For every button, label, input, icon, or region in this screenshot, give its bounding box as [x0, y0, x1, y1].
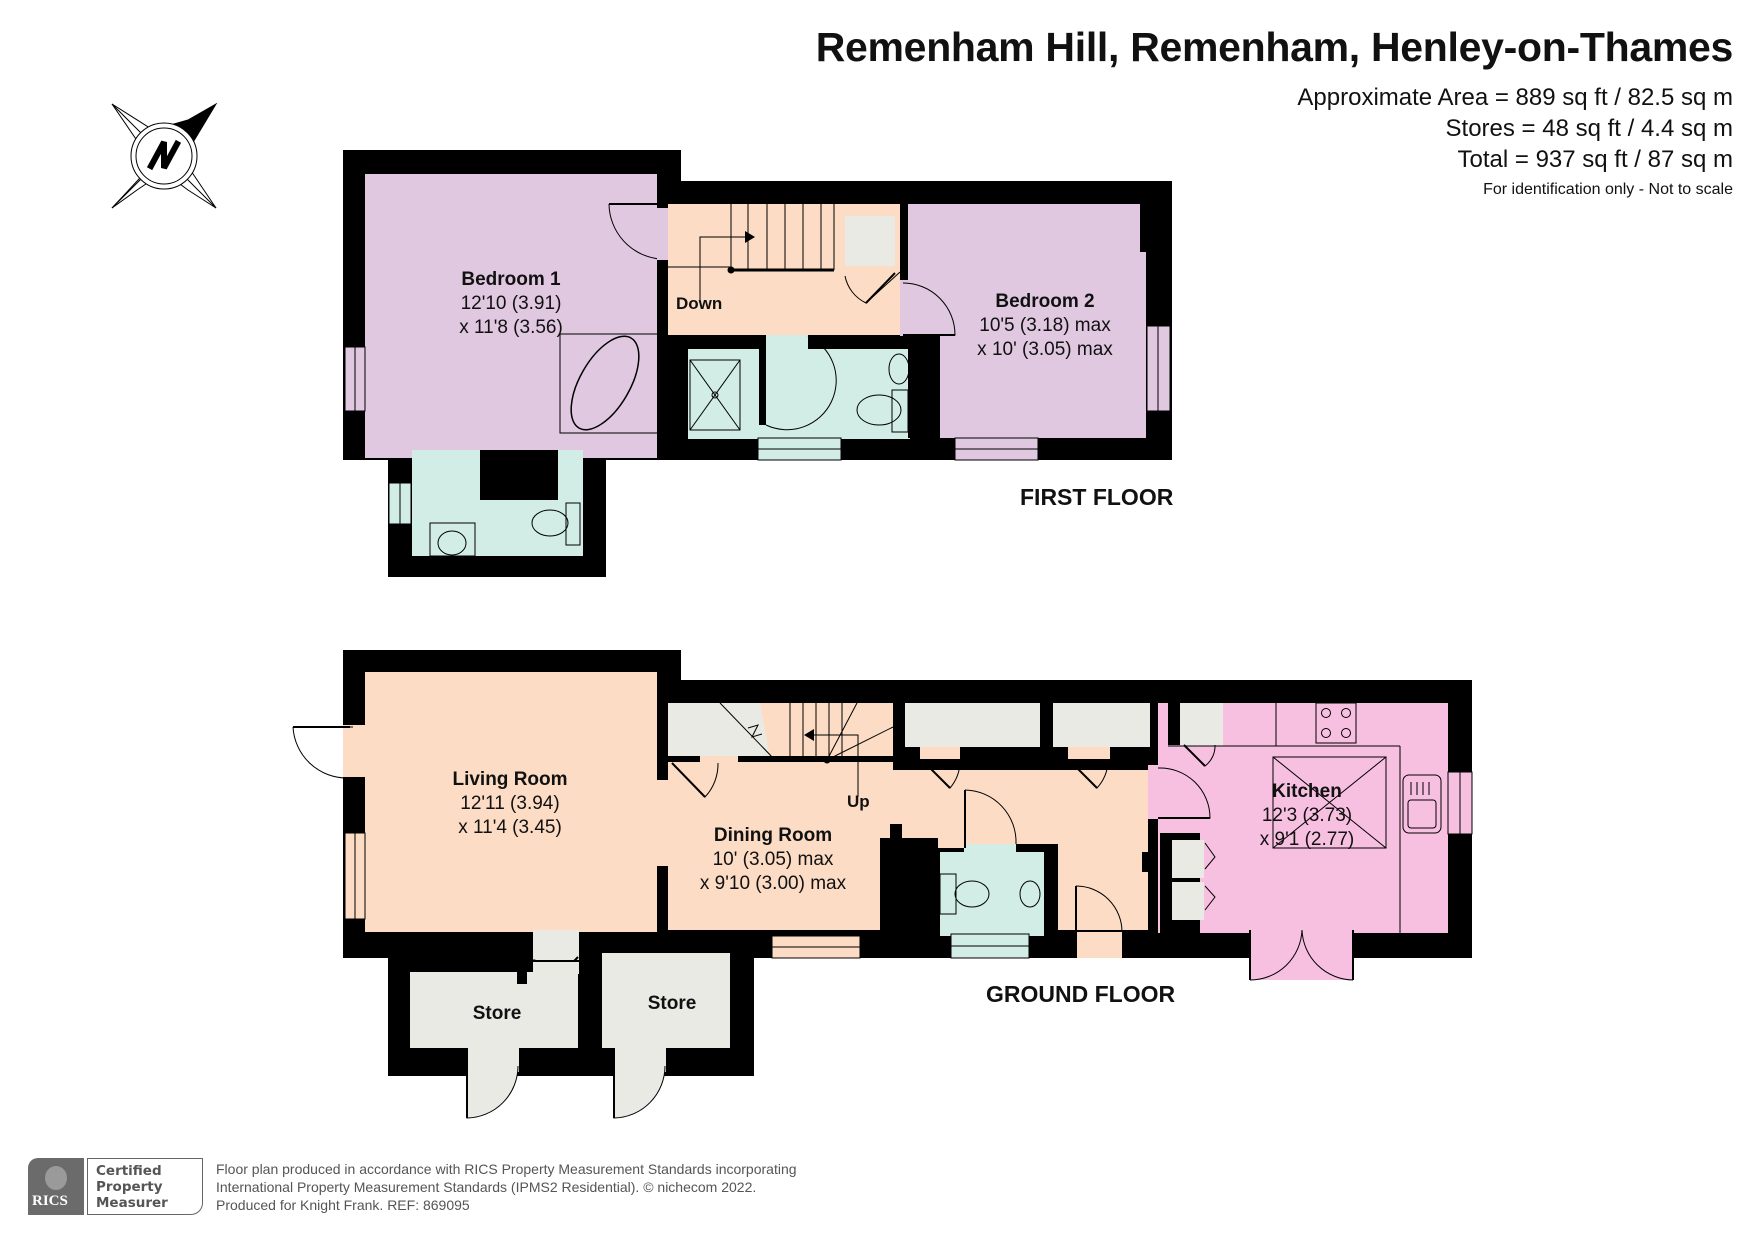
badge-line-1: Certified: [96, 1163, 162, 1179]
badge-line-2: Property: [96, 1179, 163, 1195]
footer-line-3: Produced for Knight Frank. REF: 869095: [216, 1197, 470, 1213]
compass-north-icon: [111, 102, 218, 209]
first-floor-plan: [343, 150, 1172, 577]
room-name: Store: [647, 993, 697, 1014]
stairs-up-label: Up: [847, 792, 870, 811]
room-bedroom-1: Bedroom 1 12'10 (3.91) x 11'8 (3.56): [459, 268, 563, 340]
footer-line-1: Floor plan produced in accordance with R…: [216, 1161, 797, 1177]
rics-lion-icon: [45, 1166, 67, 1190]
room-dimension: 12'10 (3.91): [460, 293, 562, 314]
room-name: Store: [472, 1003, 522, 1024]
approximate-area: Approximate Area = 889 sq ft / 82.5 sq m: [1297, 84, 1733, 111]
first-floor-label: FIRST FLOOR: [1020, 484, 1174, 510]
room-store-2: Store: [648, 992, 697, 1016]
disclaimer: For identification only - Not to scale: [1483, 181, 1733, 198]
ground-floor-label: GROUND FLOOR: [986, 981, 1176, 1007]
room-living-room: Living Room 12'11 (3.94) x 11'4 (3.45): [452, 768, 567, 840]
room-dimension: 10' (3.05) max: [712, 849, 834, 870]
room-dimension: 12'11 (3.94): [460, 793, 560, 814]
stairs-down-label: Down: [676, 294, 723, 313]
stores-area: Stores = 48 sq ft / 4.4 sq m: [1445, 115, 1733, 142]
room-name: Living Room: [452, 769, 568, 790]
footer-notes: Floor plan produced in accordance with R…: [216, 1160, 797, 1214]
total-area: Total = 937 sq ft / 87 sq m: [1457, 146, 1733, 173]
rics-certified-badge: RICS Certified Property Measurer: [28, 1158, 204, 1215]
room-dimension: x 9'1 (2.77): [1259, 829, 1355, 850]
page-title: Remenham Hill, Remenham, Henley-on-Thame…: [815, 24, 1734, 70]
rics-logo: RICS: [28, 1158, 84, 1215]
badge-line-3: Measurer: [96, 1195, 168, 1211]
room-store-1: Store: [473, 1002, 522, 1026]
room-dimension: x 11'4 (3.45): [458, 817, 562, 838]
room-name: Kitchen: [1272, 781, 1342, 802]
room-dimension: x 11'8 (3.56): [459, 317, 563, 338]
room-kitchen: Kitchen 12'3 (3.73) x 9'1 (2.77): [1260, 780, 1354, 852]
ground-floor-plan: [292, 650, 1473, 1119]
room-dimension: 12'3 (3.73): [1261, 805, 1353, 826]
room-name: Bedroom 2: [995, 291, 1095, 312]
room-dining-room: Dining Room 10' (3.05) max x 9'10 (3.00)…: [700, 824, 846, 896]
room-dimension: x 9'10 (3.00) max: [699, 873, 847, 894]
room-name: Dining Room: [713, 825, 833, 846]
room-dimension: x 10' (3.05) max: [977, 339, 1113, 360]
certified-measurer-box: Certified Property Measurer: [87, 1158, 203, 1215]
room-name: Bedroom 1: [461, 269, 561, 290]
room-bedroom-2: Bedroom 2 10'5 (3.18) max x 10' (3.05) m…: [977, 290, 1113, 362]
footer-line-2: International Property Measurement Stand…: [216, 1179, 757, 1195]
rics-wordmark: RICS: [32, 1193, 68, 1209]
room-dimension: 10'5 (3.18) max: [979, 315, 1111, 336]
